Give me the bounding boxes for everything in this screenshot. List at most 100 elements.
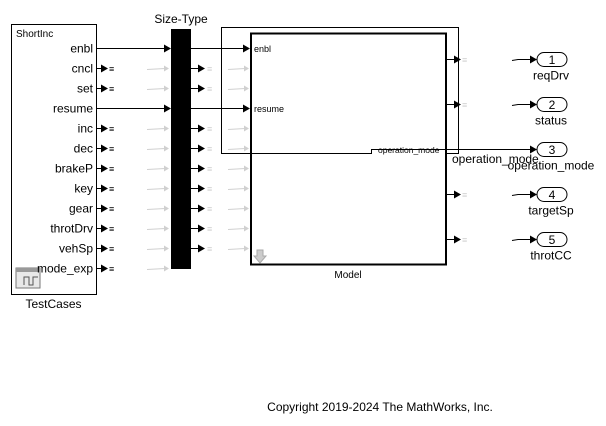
testcases-port-key: key (74, 182, 93, 196)
testcases-port-throtDrv: throtDrv (50, 222, 93, 236)
faded-arrow (146, 228, 166, 230)
outport-label: targetSp (528, 204, 574, 218)
terminator-icon: ≡ (462, 190, 467, 200)
outport-operation_mode[interactable]: 3 operation_mode (508, 142, 595, 173)
unconnected-port-arrow (101, 224, 108, 233)
faded-arrow (146, 168, 166, 170)
testcases-port-vehSp: vehSp (59, 242, 93, 256)
unconnected-port-arrow (101, 64, 108, 73)
testcases-port-enbl: enbl (70, 42, 93, 56)
terminator-icon: ≡ (207, 244, 212, 254)
faded-arrow (146, 148, 166, 150)
testcases-port-gear: gear (69, 202, 93, 216)
bus-out-arrow (198, 244, 205, 253)
bus-out-arrow (198, 144, 205, 153)
bus-out-arrow (198, 64, 205, 73)
outport-targetSp[interactable]: ≡ 4 targetSp (446, 187, 574, 218)
bus-out-arrow (198, 84, 205, 93)
terminator-icon: ≡ (109, 224, 114, 234)
outport-number: 1 (549, 53, 556, 67)
outport-reqDrv[interactable]: ≡ 1 reqDrv (446, 52, 569, 83)
terminator-icon: ≡ (462, 235, 467, 245)
faded-arrow (227, 188, 246, 190)
faded-arrow (146, 208, 166, 210)
unconnected-port-arrow (101, 124, 108, 133)
faded-arrow (227, 208, 246, 210)
testcases-port-brakeP: brakeP (55, 162, 93, 176)
outport-label: throtCC (530, 249, 572, 263)
testcases-port-mode_exp: mode_exp (37, 262, 93, 276)
faded-arrow (146, 268, 166, 270)
terminator-icon: ≡ (109, 64, 114, 74)
faded-arrow (227, 88, 246, 90)
terminator-icon: ≡ (207, 124, 212, 134)
unconnected-port-arrow (101, 204, 108, 213)
terminator-icon: ≡ (109, 184, 114, 194)
terminator-icon: ≡ (207, 224, 212, 234)
terminator-icon: ≡ (109, 84, 114, 94)
testcases-title: ShortInc (16, 29, 53, 40)
outport-number: 4 (549, 188, 556, 202)
down-arrow-icon (252, 249, 268, 264)
faded-arrow (146, 88, 166, 90)
bus-out-arrow (198, 204, 205, 213)
outport-label: reqDrv (533, 69, 569, 83)
testcases-label: TestCases (25, 297, 81, 311)
model-inport-enbl: enbl (254, 44, 271, 54)
testcases-port-set: set (77, 82, 94, 96)
outport-status[interactable]: ≡ 2 status (446, 97, 568, 128)
terminator-icon: ≡ (207, 144, 212, 154)
faded-arrow (227, 148, 246, 150)
unconnected-port-arrow (101, 184, 108, 193)
bus-out-arrow (198, 224, 205, 233)
terminator-icon: ≡ (207, 184, 212, 194)
faded-arrow (146, 128, 166, 130)
testcases-port-dec: dec (74, 142, 93, 156)
unconnected-port-arrow (101, 264, 108, 273)
outport-number: 5 (549, 233, 556, 247)
bus-out-arrow (198, 124, 205, 133)
sizetype-label: Size-Type (154, 12, 208, 26)
faded-arrow (146, 248, 166, 250)
testcases-port-resume: resume (53, 102, 93, 116)
model-outport-label: operation_mode (378, 145, 440, 155)
operation-mode-internal-line (221, 149, 446, 154)
terminator-icon: ≡ (109, 204, 114, 214)
terminator-icon: ≡ (109, 144, 114, 154)
model-inport-resume: resume (254, 104, 284, 114)
outport-label: status (535, 114, 567, 128)
outport-throtCC[interactable]: ≡ 5 throtCC (446, 232, 572, 263)
terminator-icon: ≡ (207, 204, 212, 214)
outport-label: operation_mode (508, 159, 595, 173)
signal-builder-icon (15, 267, 41, 289)
faded-arrow (227, 68, 246, 70)
testcases-block[interactable]: ShortInc (11, 24, 97, 295)
bus-out-arrow (198, 164, 205, 173)
faded-arrow (227, 248, 246, 250)
faded-arrow (227, 168, 246, 170)
faded-arrow (227, 128, 246, 130)
terminator-icon: ≡ (207, 84, 212, 94)
terminator-icon: ≡ (109, 264, 114, 274)
terminator-icon: ≡ (207, 164, 212, 174)
terminator-icon: ≡ (207, 64, 212, 74)
testcases-port-inc: inc (78, 122, 93, 136)
model-label: Model (334, 270, 361, 281)
terminator-icon: ≡ (462, 100, 467, 110)
unconnected-port-arrow (101, 144, 108, 153)
copyright-text: Copyright 2019-2024 The MathWorks, Inc. (267, 400, 493, 414)
terminator-icon: ≡ (462, 55, 467, 65)
unconnected-port-arrow (101, 84, 108, 93)
outport-number: 3 (549, 143, 556, 157)
signal-label: operation_mode (452, 152, 539, 166)
terminator-icon: ≡ (109, 244, 114, 254)
unconnected-port-arrow (101, 164, 108, 173)
bus-out-arrow (198, 184, 205, 193)
unconnected-port-arrow (101, 244, 108, 253)
faded-arrow (227, 228, 246, 230)
sizetype-bus-block[interactable] (171, 29, 191, 269)
outport-number: 2 (549, 98, 556, 112)
terminator-icon: ≡ (109, 164, 114, 174)
